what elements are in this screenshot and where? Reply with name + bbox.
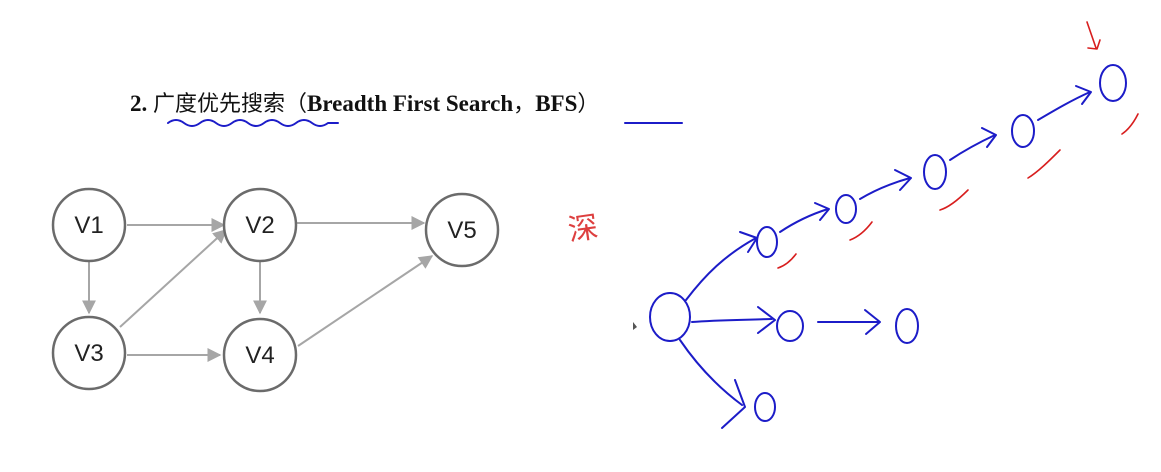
red-tick-5 [1121, 113, 1139, 135]
sketch-arrowhead-mid-1 [757, 306, 776, 334]
red-arrow-top [1086, 21, 1101, 50]
edge-v4-v5 [297, 255, 434, 347]
handwritten-red-marks [777, 21, 1139, 269]
graph-edges [82, 216, 434, 362]
heading-number: 2. [130, 91, 148, 116]
sketch-node-up-3 [923, 154, 947, 190]
graph-node-v2: V2 [222, 187, 298, 263]
sketch-node-up-4 [1011, 114, 1035, 148]
sketch-edge-low-1 [679, 339, 743, 406]
sketch-arrowhead-up-3 [894, 169, 912, 191]
heading-abbr: BFS [535, 91, 578, 116]
edge-v3-v2 [119, 229, 228, 328]
node-label-v1: V1 [74, 212, 103, 239]
graph-node-v1: V1 [51, 187, 127, 263]
cursor-mark [633, 322, 637, 330]
heading-comma: ， [513, 92, 536, 117]
sketch-edge-up-5 [1037, 91, 1091, 121]
handwritten-tree-sketch [633, 64, 1127, 429]
sketch-node-mid-2 [895, 308, 919, 344]
graph-node-v5: V5 [424, 192, 500, 268]
graph-node-v3: V3 [51, 315, 127, 391]
wavy-underline [167, 119, 339, 127]
node-label-v3: V3 [74, 340, 103, 367]
node-label-v5: V5 [447, 217, 476, 244]
graph-node-v4: V4 [222, 317, 298, 393]
red-tick-2 [849, 221, 873, 241]
sketch-edge-up-2 [779, 208, 829, 233]
heading-close-paren: ） [577, 92, 600, 117]
sketch-edge-up-1 [685, 237, 757, 301]
section-heading: 2. 广度优先搜索（Breadth First Search，BFS） [130, 86, 599, 118]
sketch-arrowhead-low-1 [721, 379, 746, 429]
red-tick-1 [777, 253, 797, 269]
sketch-node-up-1 [756, 226, 778, 258]
sketch-node-low-1 [754, 392, 776, 422]
heading-title-en: Breadth First Search [307, 91, 514, 116]
heading-title-zh: 广度优先搜索 [153, 92, 286, 117]
red-tick-4 [1027, 149, 1061, 179]
sketch-root-node [649, 292, 691, 342]
sketch-edge-up-4 [949, 134, 996, 161]
sketch-arrowhead-mid-2 [864, 309, 881, 335]
node-label-v4: V4 [245, 342, 274, 369]
node-label-v2: V2 [245, 212, 274, 239]
sketch-edge-up-3 [859, 177, 911, 200]
sketch-arrowhead-up-4 [981, 127, 997, 148]
sketch-arrowhead-up-2 [814, 202, 830, 221]
sketch-node-up-5 [1099, 64, 1127, 102]
sketch-edge-mid-1 [691, 318, 773, 323]
sketch-node-mid-1 [776, 310, 804, 342]
red-tick-3 [939, 189, 969, 211]
sketch-arrowhead-up-5 [1075, 85, 1092, 105]
handwritten-note: 深 [566, 210, 601, 249]
heading-open-paren: （ [285, 92, 308, 117]
sketch-node-up-2 [835, 194, 857, 224]
